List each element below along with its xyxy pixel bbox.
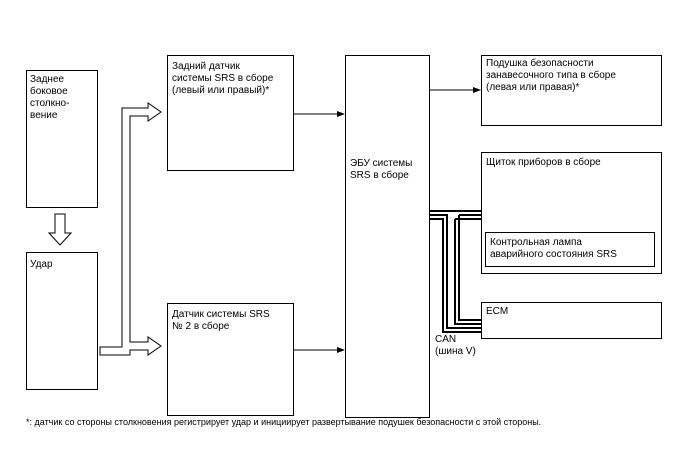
srs-sensor-2-label: Датчик системы SRS № 2 в сборе [172,309,270,332]
impact-to-sensors-arrow [99,102,162,356]
rear-sensor-to-ecu-arrowhead [337,111,345,117]
srs-ecu-label: ЭБУ системы SRS в сборе [350,158,413,181]
curtain-airbag-label: Подушка безопасности занавесочного типа … [486,58,616,93]
srs-sensor-2-box: Датчик системы SRS № 2 в сборе [167,303,294,416]
curtain-airbag-box: Подушка безопасности занавесочного типа … [481,55,662,126]
collision-to-impact-arrow [47,213,73,246]
sensor2-to-ecu-arrowhead [337,347,345,353]
collision-label: Заднее боковое столкно- вение [30,74,70,121]
rear-srs-sensor-label: Задний датчик системы SRS в сборе (левый… [172,61,274,96]
can-bus [430,210,481,333]
ecm-box: ECM [481,302,662,339]
impact-label: Удар [30,259,53,270]
srs-warning-lamp-box: Контрольная лампа аварийного состояния S… [485,232,655,267]
rear-srs-sensor-box: Задний датчик системы SRS в сборе (левый… [167,55,294,171]
collision-box: Заднее боковое столкно- вение [26,70,98,208]
can-bus-label: CAN (шина V) [435,334,476,357]
srs-warning-lamp-label: Контрольная лампа аварийного состояния S… [490,237,617,260]
ecu-to-airbag-arrowhead [473,87,481,93]
ecm-label: ECM [486,306,509,317]
srs-ecu-box: ЭБУ системы SRS в сборе [345,55,430,418]
impact-box: Удар [26,252,98,390]
instrument-panel-label: Щиток приборов в сборе [486,157,601,168]
footnote: *: датчик со стороны столкновения регист… [26,417,542,427]
